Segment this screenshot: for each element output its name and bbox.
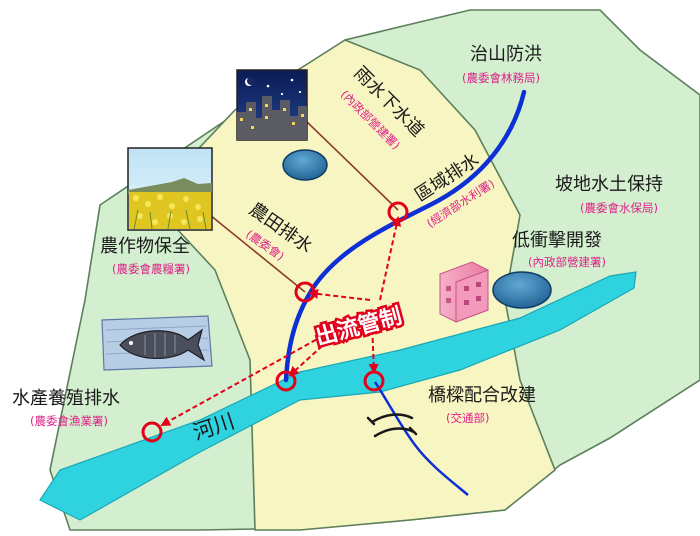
- crop-protection-agency: (農委會農糧署): [112, 262, 190, 276]
- flood-control-label: 治山防洪: [470, 44, 542, 65]
- aquaculture-drainage-label: 水產養殖排水: [12, 387, 120, 409]
- bridge-rebuild-agency: (交通部): [446, 411, 489, 425]
- inner-catchment-region: [148, 39, 556, 531]
- river-shape: [39, 271, 637, 521]
- node-farmland: [294, 281, 316, 303]
- fish-icon: [101, 315, 213, 371]
- node-bridge: [363, 370, 385, 392]
- node-river-outlet: [275, 370, 297, 392]
- detention-pond-icon: [492, 271, 552, 309]
- sewer-line-city: [304, 119, 399, 211]
- low-impact-dev-agency: (內政部營建署): [528, 255, 606, 269]
- detention-pond-icon: [282, 149, 328, 181]
- low-impact-dev-label: 低衝擊開發: [512, 230, 602, 251]
- runoff-control-arrows: [160, 216, 402, 426]
- aquaculture-drainage-agency: (農委會漁業署): [30, 414, 108, 428]
- lower-stream: [373, 381, 469, 496]
- slope-conservation-agency: (農委會水保局): [580, 201, 658, 215]
- city-night-icon: [236, 69, 308, 141]
- building-icon: [439, 261, 489, 323]
- flood-control-agency: (農委會林務局): [462, 71, 540, 85]
- rapeseed-field-icon: [127, 147, 213, 231]
- node-regional: [387, 201, 409, 223]
- control-nodes: [141, 201, 409, 443]
- crop-protection-label: 農作物保全: [100, 236, 190, 257]
- node-aquaculture: [141, 421, 163, 443]
- bridge-icon: [366, 413, 418, 438]
- bridge-rebuild-label: 橋樑配合改建: [428, 385, 536, 406]
- sewer-line-field: [209, 214, 306, 293]
- slope-conservation-label: 坡地水土保持: [555, 174, 663, 195]
- main-drainage-channel: [283, 89, 527, 383]
